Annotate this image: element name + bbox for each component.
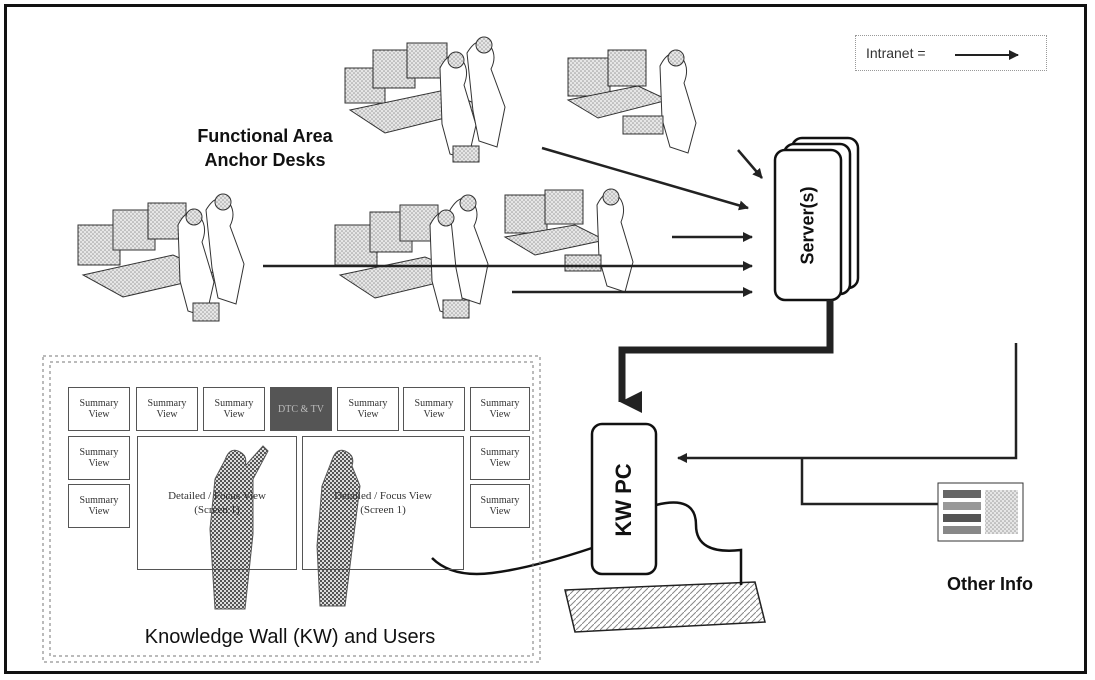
- summary-view-cell: Summary View: [68, 484, 130, 528]
- summary-view-cell: Summary View: [403, 387, 465, 431]
- other-info-connector: [677, 343, 1018, 506]
- screen-left-line2: (Screen 1): [194, 504, 240, 516]
- legend-label: Intranet =: [866, 45, 926, 61]
- cables: [431, 501, 743, 585]
- summary-view-cell: Summary View: [470, 484, 530, 528]
- workstation-middle-left: [77, 193, 245, 322]
- workstation-top-right: [566, 49, 697, 154]
- knowledge-wall-border: [42, 355, 541, 663]
- screen-right-line1: Detailed / Focus View: [334, 490, 432, 502]
- legend-box: [855, 35, 1047, 71]
- detailed-focus-view-screen-right: Detailed / Focus View (Screen 1): [302, 436, 464, 570]
- knowledge-wall-label: Knowledge Wall (KW) and Users: [144, 626, 436, 648]
- workstation-middle-center: [334, 194, 489, 319]
- summary-view-cell: Summary View: [68, 436, 130, 480]
- summary-view-cell: Summary View: [68, 387, 130, 431]
- detailed-focus-view-screen-left: Detailed / Focus View (Screen 1): [137, 436, 297, 570]
- diagram-frame: [4, 4, 1087, 674]
- anchor-desks-label: Functional Area Anchor Desks: [160, 124, 370, 172]
- server-to-kwpc-arrow: [618, 300, 834, 413]
- user-figure-left: [209, 445, 269, 610]
- workstation-middle-right: [503, 188, 634, 293]
- server-label: Server(s): [797, 186, 818, 265]
- other-info-label: Other Info: [947, 574, 1033, 594]
- summary-view-cell: Summary View: [470, 387, 530, 431]
- user-figure-right: [316, 449, 361, 607]
- workstation-top-left: [344, 36, 506, 163]
- kw-pc-label: KW PC: [611, 463, 636, 537]
- screen-right-line2: (Screen 1): [360, 504, 406, 516]
- summary-view-cell: Summary View: [136, 387, 198, 431]
- anchor-desks-label-line2: Anchor Desks: [204, 150, 326, 170]
- dtc-tv-cell: DTC & TV: [270, 387, 332, 431]
- intranet-arrows: [263, 146, 763, 297]
- anchor-desks-label-line1: Functional Area: [197, 126, 333, 146]
- server-stack: [773, 136, 860, 302]
- keyboard: [564, 581, 766, 633]
- summary-view-cell: Summary View: [470, 436, 530, 480]
- summary-view-cell: Summary View: [337, 387, 399, 431]
- screen-left-line1: Detailed / Focus View: [168, 490, 266, 502]
- kw-pc-unit: [590, 422, 658, 576]
- summary-view-cell: Summary View: [203, 387, 265, 431]
- other-info-thumbnail: [937, 482, 1024, 542]
